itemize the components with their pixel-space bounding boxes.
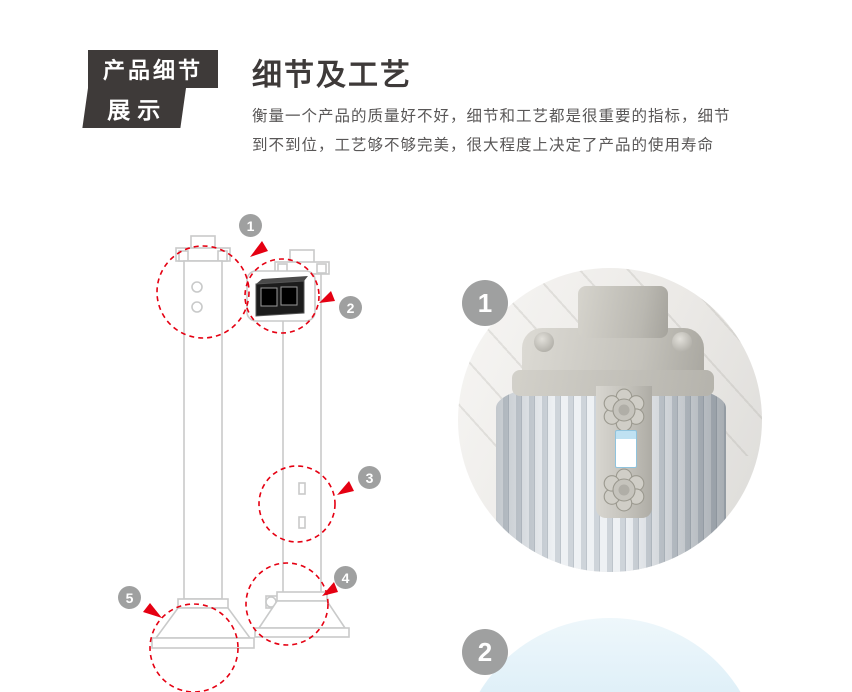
column-left	[151, 235, 255, 649]
highlight-circles	[149, 245, 336, 692]
callout-badge-1: 1	[239, 214, 262, 237]
page-title: 细节及工艺	[252, 59, 412, 92]
highlight-circle-4	[245, 562, 329, 646]
highlight-circle-1	[156, 245, 250, 339]
photo-screw-left	[534, 332, 554, 352]
arrow-2-icon	[319, 291, 335, 303]
photo-knob-top	[603, 388, 645, 432]
photo-number-badge-2: 2	[462, 629, 508, 675]
arrow-4-icon	[322, 582, 338, 596]
arrow-3-icon	[337, 481, 354, 495]
callout-badge-5: 5	[118, 586, 141, 609]
callout-badge-2: 2	[339, 296, 362, 319]
detail-photo-1	[458, 268, 762, 572]
intro-paragraph: 衡量一个产品的质量好不好，细节和工艺都是很重要的指标，细节 到不到位，工艺够不够…	[252, 102, 731, 160]
arrow-1-icon	[250, 241, 268, 257]
section-ribbon-title: 产品细节	[88, 50, 218, 88]
connector-inset	[246, 270, 316, 322]
photo-knob-bottom	[603, 468, 645, 512]
highlight-circle-2	[244, 258, 320, 334]
highlight-circle-3	[258, 465, 336, 543]
pointer-arrows	[143, 241, 354, 618]
intro-line-1: 衡量一个产品的质量好不好，细节和工艺都是很重要的指标，细节	[252, 108, 731, 125]
intro-line-2: 到不到位，工艺够不够完美，很大程度上决定了产品的使用寿命	[252, 137, 715, 154]
callout-badge-3: 3	[358, 466, 381, 489]
photo-screw-right	[672, 332, 692, 352]
photo-top-tab	[578, 286, 668, 338]
arrow-5-icon	[143, 603, 162, 618]
callout-badge-4: 4	[334, 566, 357, 589]
photo-number-badge-1: 1	[462, 280, 508, 326]
photo-label-sticker	[615, 430, 637, 468]
highlight-circle-5	[149, 603, 239, 692]
